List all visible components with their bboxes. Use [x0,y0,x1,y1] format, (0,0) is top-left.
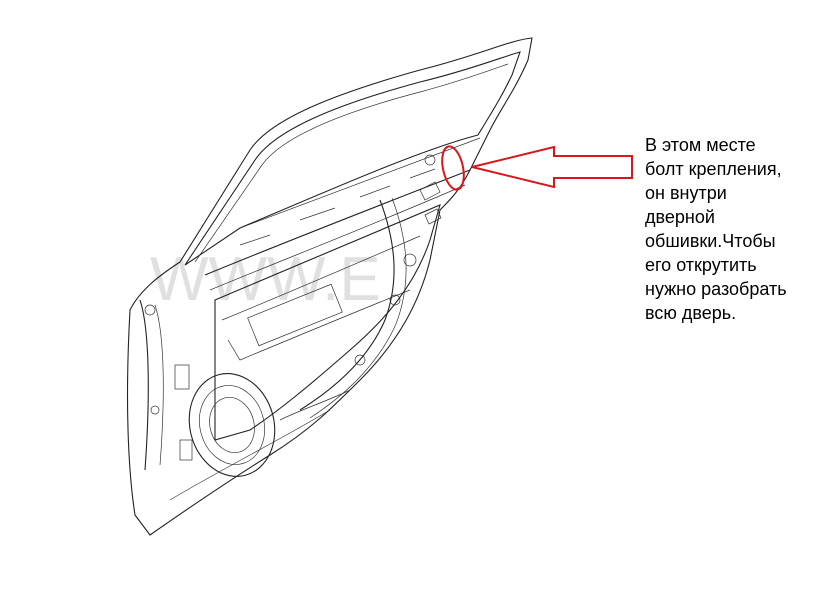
speaker [188,373,276,477]
left-arrow-icon [471,145,633,189]
annotation-text: В этом месте болт крепления, он внутри д… [645,135,787,323]
highlight-ellipse [441,145,465,191]
watermark: WWW.E [150,245,381,314]
door-frame [126,37,533,536]
